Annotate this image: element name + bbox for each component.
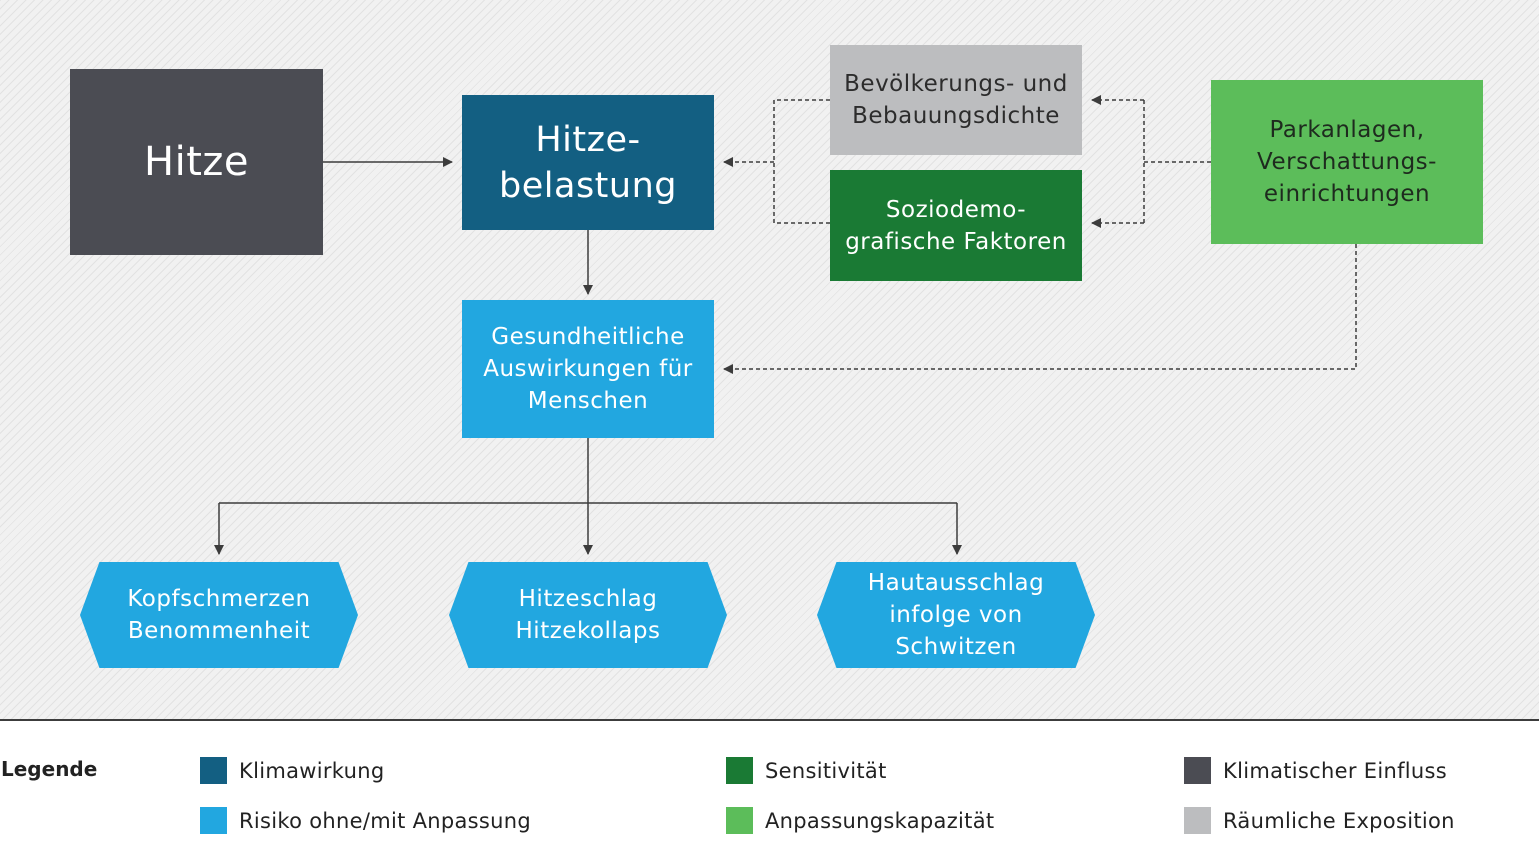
legend-swatch-anpassungskapazitaet [726, 807, 753, 834]
diagram-edges [214, 95, 1357, 555]
legend-label-anpassungskapazitaet: Anpassungskapazität [765, 808, 995, 833]
legend-swatch-klimawirkung [200, 757, 227, 784]
legend-item-risiko: Risiko ohne/mit Anpassung [200, 807, 531, 834]
legend-item-raeumliche-exposition: Räumliche Exposition [1184, 807, 1455, 834]
node-bevoelkerung: Bevölkerungs- und Bebauungsdichte [830, 45, 1082, 155]
legend-label-klimawirkung: Klimawirkung [239, 758, 385, 783]
node-hitzebelastung: Hitze- belastung [462, 95, 714, 230]
node-hitze-label: Hitze [144, 139, 249, 185]
edge-bevoelkerung-bracket [773, 99, 830, 224]
legend-title: Legende [1, 757, 98, 781]
node-sozio: Soziodemo- grafische Faktoren [830, 170, 1082, 281]
node-gesundheit: Gesundheitliche Auswirkungen für Mensche… [462, 300, 714, 438]
node-hautausschlag: Hautausschlag infolge von Schwitzen [817, 562, 1095, 668]
legend-swatch-klimatischer-einfluss [1184, 757, 1211, 784]
node-bevoelkerung-label: Bevölkerungs- und Bebauungsdichte [844, 71, 1068, 129]
legend-divider [0, 719, 1539, 721]
diagram-canvas: Hitze Hitze- belastung Bevölkerungs- und… [0, 0, 1539, 720]
legend-swatch-raeumliche-exposition [1184, 807, 1211, 834]
legend-label-klimatischer-einfluss: Klimatischer Einfluss [1223, 758, 1447, 783]
node-hitzeschlag: Hitzeschlag Hitzekollaps [449, 562, 727, 668]
legend-label-raeumliche-exposition: Räumliche Exposition [1223, 808, 1455, 833]
legend-item-anpassungskapazitaet: Anpassungskapazität [726, 807, 994, 834]
legend-item-klimawirkung: Klimawirkung [200, 757, 384, 784]
legend-label-risiko: Risiko ohne/mit Anpassung [239, 808, 532, 833]
node-hitzeschlag-label: Hitzeschlag Hitzekollaps [515, 586, 661, 644]
node-parkanlagen-label: Parkanlagen, Verschattungs- einrichtunge… [1257, 117, 1437, 207]
node-kopfschmerzen: Kopfschmerzen Benommenheit [80, 562, 358, 668]
legend-swatch-risiko [200, 807, 227, 834]
node-hautausschlag-label: Hautausschlag infolge von Schwitzen [867, 570, 1045, 660]
legend-swatch-sensitivitaet [726, 757, 753, 784]
node-kopfschmerzen-label: Kopfschmerzen Benommenheit [127, 586, 311, 644]
node-sozio-label: Soziodemo- grafische Faktoren [845, 196, 1067, 255]
node-parkanlagen: Parkanlagen, Verschattungs- einrichtunge… [1211, 80, 1483, 244]
legend-label-sensitivitaet: Sensitivität [765, 758, 887, 783]
node-gesundheit-label: Gesundheitliche Auswirkungen für Mensche… [483, 324, 693, 414]
node-hitze: Hitze [70, 69, 323, 255]
legend-item-klimatischer-einfluss: Klimatischer Einfluss [1184, 757, 1447, 784]
node-hitzebelastung-label: Hitze- belastung [499, 119, 677, 206]
legend-item-sensitivitaet: Sensitivität [726, 757, 887, 784]
edge-parkanlagen-to-gesundheit [723, 244, 1357, 374]
